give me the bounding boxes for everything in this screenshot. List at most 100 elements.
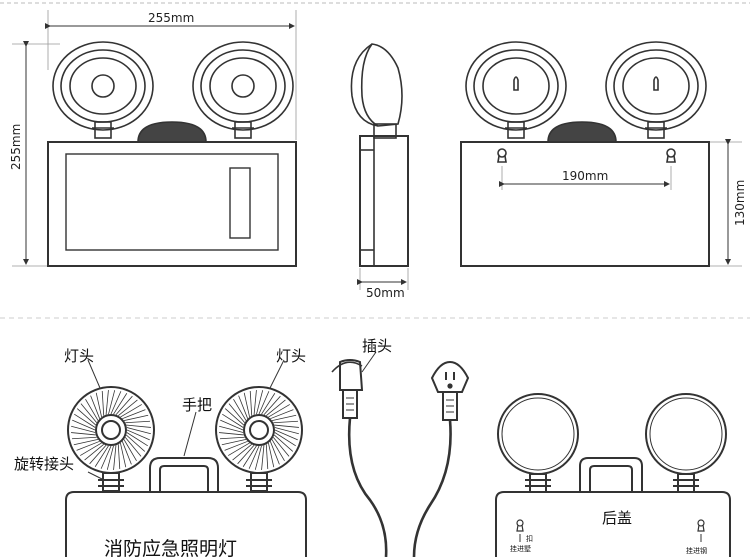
- fan-ray: [123, 414, 149, 421]
- fan-ray: [256, 390, 264, 415]
- fan-ray: [85, 399, 99, 421]
- fan-ray: [121, 441, 132, 465]
- front-view: [12, 10, 297, 267]
- fan-ray: [271, 439, 285, 461]
- label-hang-right: 挂进钢: [686, 546, 707, 555]
- fan-ray: [224, 440, 248, 451]
- label-lamp-head-right: 灯头: [276, 347, 306, 365]
- back-view: [460, 41, 742, 267]
- fan-ray: [72, 419, 96, 431]
- fan-ray: [221, 439, 247, 446]
- fan-ray: [261, 393, 276, 415]
- dim-height-right: 130mm: [733, 180, 747, 226]
- fan-ray: [268, 442, 275, 468]
- fan-ray: [261, 445, 265, 470]
- fan-ray: [219, 436, 245, 440]
- fan-ray: [237, 444, 255, 465]
- dim-hole-spacing: 190mm: [562, 169, 608, 183]
- fan-ray: [123, 439, 137, 461]
- label-swivel-joint: 旋转接头: [14, 455, 74, 473]
- fan-ray: [273, 420, 299, 424]
- fan-ray: [89, 444, 107, 465]
- fan-ray: [271, 414, 297, 421]
- fan-ray: [274, 424, 299, 428]
- fan-ray: [248, 445, 260, 469]
- label-hang-left-2: 挂进墅: [510, 544, 531, 553]
- fan-ray: [106, 445, 114, 470]
- fan-ray: [80, 403, 98, 423]
- fan-ray: [274, 429, 298, 441]
- plug-cord: [331, 351, 470, 557]
- fan-ray: [265, 444, 269, 470]
- fan-ray: [266, 399, 286, 417]
- fan-ray: [269, 441, 280, 465]
- fan-ray: [76, 408, 97, 426]
- fan-ray: [71, 425, 96, 433]
- fan-ray: [125, 420, 151, 424]
- fan-ray: [115, 395, 133, 416]
- fan-ray: [113, 445, 117, 470]
- fan-ray: [110, 391, 122, 415]
- fan-ray: [243, 392, 250, 418]
- fan-ray: [74, 413, 96, 428]
- fan-ray: [222, 413, 244, 428]
- fan-ray: [253, 390, 257, 415]
- product-front-detail: [65, 359, 307, 557]
- fan-ray: [273, 434, 294, 452]
- label-lamp-head-left: 灯头: [64, 347, 94, 365]
- fan-ray: [100, 445, 112, 469]
- fan-ray: [126, 429, 150, 441]
- fan-ray: [84, 443, 104, 461]
- fan-ray: [94, 445, 109, 467]
- label-back-cover: 后盖: [602, 509, 632, 527]
- dim-width-top: 255mm: [148, 11, 194, 25]
- fan-ray: [95, 392, 102, 418]
- fan-ray: [219, 425, 244, 433]
- fan-ray: [76, 440, 100, 451]
- label-handle: 手把: [182, 396, 212, 414]
- fan-ray: [219, 432, 244, 436]
- fan-ray: [220, 419, 244, 431]
- fan-ray: [105, 390, 109, 415]
- fan-ray: [238, 395, 249, 419]
- fan-ray: [249, 390, 253, 416]
- fan-ray: [233, 399, 247, 421]
- fan-ray: [263, 395, 281, 416]
- fan-ray: [120, 404, 142, 418]
- label-plug: 插头: [362, 337, 392, 355]
- dim-height-left: 255mm: [9, 124, 23, 170]
- fan-ray: [242, 445, 257, 467]
- fan-ray: [228, 403, 246, 423]
- fan-ray: [274, 427, 299, 435]
- dim-depth: 50mm: [366, 286, 405, 300]
- fan-ray: [126, 424, 151, 428]
- fan-ray: [224, 408, 245, 426]
- label-hang-left-1: 扣: [526, 534, 533, 543]
- fan-ray: [73, 439, 99, 446]
- fan-ray: [90, 395, 101, 419]
- fan-ray: [270, 409, 294, 420]
- fan-ray: [108, 390, 116, 415]
- fan-ray: [71, 432, 96, 436]
- fan-ray: [258, 391, 270, 415]
- fan-ray: [232, 443, 252, 461]
- fan-ray: [113, 393, 128, 415]
- side-view: [350, 43, 409, 290]
- fan-ray: [71, 436, 97, 440]
- fan-ray: [274, 432, 296, 447]
- fan-ray: [272, 437, 290, 457]
- fan-ray: [126, 432, 148, 447]
- label-box-text: 消防应急照明灯: [104, 538, 237, 557]
- fan-ray: [124, 437, 142, 457]
- fan-ray: [268, 404, 290, 418]
- fan-ray: [122, 409, 146, 420]
- fan-ray: [228, 442, 250, 456]
- fan-ray: [120, 442, 127, 468]
- fan-ray: [254, 445, 262, 470]
- fan-ray: [117, 444, 121, 470]
- fan-ray: [118, 399, 138, 417]
- fan-ray: [125, 434, 146, 452]
- fan-ray: [126, 427, 151, 435]
- fan-ray: [80, 442, 102, 456]
